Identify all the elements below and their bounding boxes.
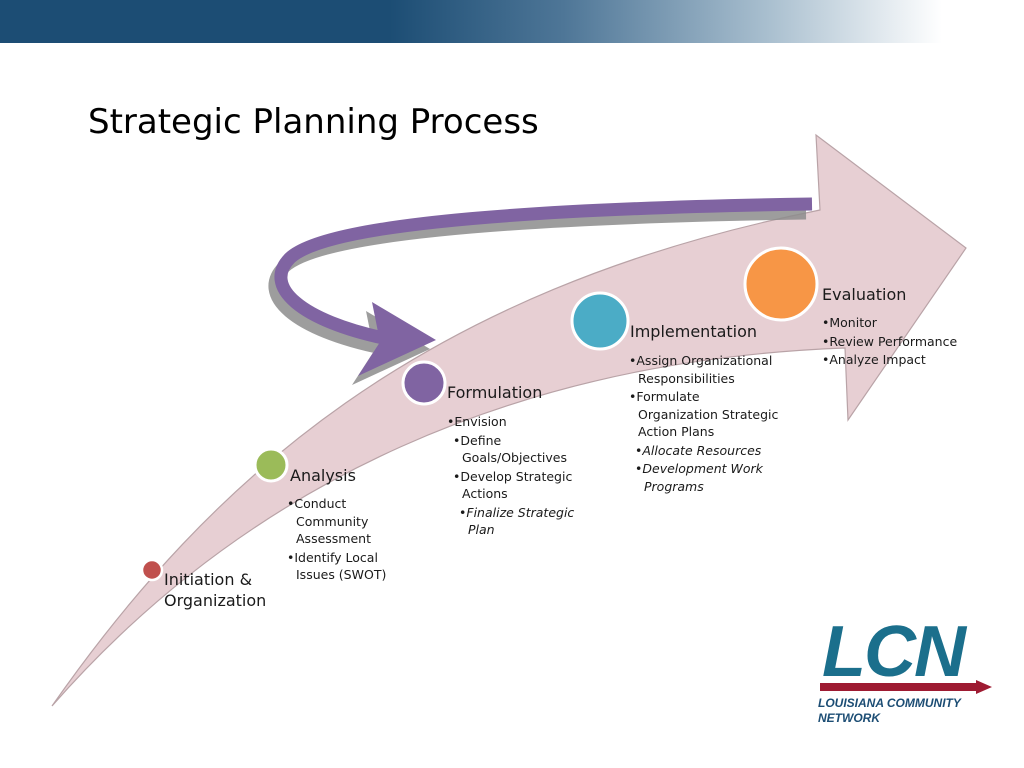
bullet-item: Review Performance (822, 333, 992, 351)
logo-text-line-1: LOUISIANA COMMUNITY (818, 696, 961, 710)
evaluation-bullet-list: Monitor Review Performance Analyze Impac… (822, 314, 992, 370)
slide-title: Strategic Planning Process (88, 102, 539, 142)
lcn-logo: LCN LOUISIANA COMMUNITY NETWORK (816, 616, 996, 732)
stage-dot-evaluation (743, 246, 819, 322)
bullet-item: Develop Strategic Actions (453, 468, 597, 503)
stage-title-line: Organization (164, 591, 267, 610)
logo-letters: LCN (822, 612, 966, 692)
bullet-item: Formulate Organization Strategic Action … (629, 388, 799, 441)
stage-dot-formulation (401, 360, 447, 406)
logo-text-line-2: NETWORK (818, 711, 880, 725)
header-bar (0, 0, 1024, 43)
bullet-item: Identify Local Issues (SWOT) (287, 549, 427, 584)
bullet-item: Envision (447, 413, 597, 431)
stage-title-implementation: Implementation (630, 322, 758, 341)
formulation-bullet-list: Envision Define Goals/Objectives Develop… (447, 413, 597, 540)
stage-dot-initiation (140, 558, 164, 582)
stage-dot-analysis (253, 447, 289, 483)
stage-title-evaluation: Evaluation (822, 285, 907, 304)
stage-title-formulation: Formulation (447, 383, 543, 402)
implementation-bullet-list: Assign Organizational Responsibilities F… (629, 352, 799, 496)
bullet-item: Finalize Strategic Plan (459, 504, 597, 539)
stage-title-initiation: Initiation & Organization (164, 569, 266, 611)
stage-dot-implementation (570, 291, 630, 351)
logo-stripe (820, 680, 992, 694)
feedback-arrow (274, 197, 813, 376)
stage-title-analysis: Analysis (290, 466, 356, 485)
bullet-item: Development Work Programs (635, 460, 799, 495)
bullet-item: Allocate Resources (635, 442, 799, 460)
bullet-item: Monitor (822, 314, 992, 332)
process-arrow (51, 133, 967, 707)
bullet-item: Analyze Impact (822, 351, 992, 369)
analysis-bullet-list: Conduct Community Assessment Identify Lo… (287, 495, 427, 585)
bullet-item: Assign Organizational Responsibilities (629, 352, 799, 387)
stage-title-line: Initiation & (164, 570, 253, 589)
bullet-item: Conduct Community Assessment (287, 495, 427, 548)
bullet-item: Define Goals/Objectives (453, 432, 597, 467)
